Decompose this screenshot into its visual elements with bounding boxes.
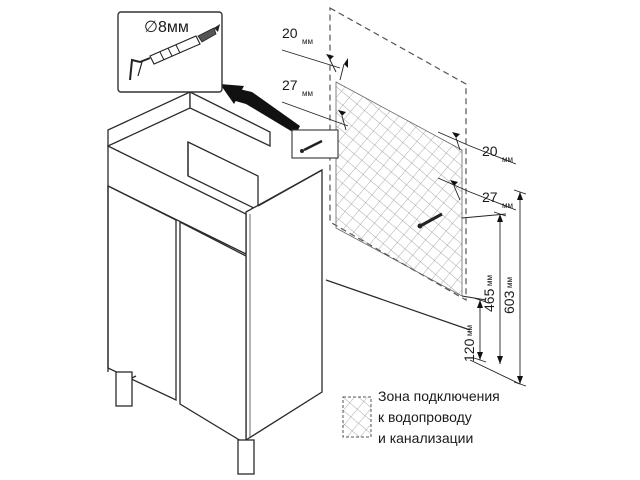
connection-zone [335, 81, 463, 297]
leg-front-left [115, 371, 133, 407]
legend-line-1: Зона подключения [378, 388, 500, 404]
dim-label-top-20: 20 мм [282, 25, 313, 46]
right-door [179, 220, 247, 446]
svg-text:мм: мм [485, 275, 494, 286]
svg-text:мм: мм [502, 155, 513, 164]
callout-pointer [220, 84, 300, 134]
dim-label-465: 465 мм [481, 275, 497, 312]
legend-line-3: и канализации [378, 430, 474, 446]
wall-anchor-right [417, 212, 443, 229]
drill-diameter-label: 8мм [158, 19, 189, 36]
dim-label-right-20: 20 мм [482, 143, 513, 164]
dowel-callout: ∅ 8мм [117, 11, 223, 93]
svg-text:мм: мм [502, 201, 513, 210]
wall-outline [329, 6, 467, 302]
drill-bit-icon [197, 24, 220, 43]
dim-label-603: 603 мм [501, 277, 517, 314]
legend-text: Зона подключения к водопроводу и канализ… [378, 386, 500, 449]
svg-text:20: 20 [482, 143, 498, 159]
dim-label-top-27: 27 мм [282, 77, 313, 98]
leg-front-right [237, 439, 255, 475]
svg-text:мм: мм [465, 325, 474, 336]
svg-text:мм: мм [505, 277, 514, 288]
floor-line [325, 279, 471, 331]
svg-text:465: 465 [481, 288, 497, 312]
dim-label-120: 120 мм [461, 325, 477, 362]
svg-text:27: 27 [482, 189, 498, 205]
svg-text:603: 603 [501, 290, 517, 314]
svg-text:27: 27 [282, 77, 298, 93]
svg-text:20: 20 [282, 25, 298, 41]
dowel-icon [129, 35, 201, 81]
left-door [107, 184, 177, 402]
diameter-symbol: ∅ [144, 19, 158, 36]
legend-hatch-swatch [342, 396, 372, 438]
svg-text:120: 120 [461, 338, 477, 362]
dimension-arrows [326, 54, 523, 384]
svg-text:мм: мм [302, 37, 313, 46]
svg-text:мм: мм [302, 89, 313, 98]
dim-label-right-27: 27 мм [482, 189, 513, 210]
legend-line-2: к водопроводу [378, 409, 472, 425]
vanity-cabinet [107, 90, 323, 475]
legend: Зона подключения к водопроводу и канализ… [342, 386, 542, 456]
